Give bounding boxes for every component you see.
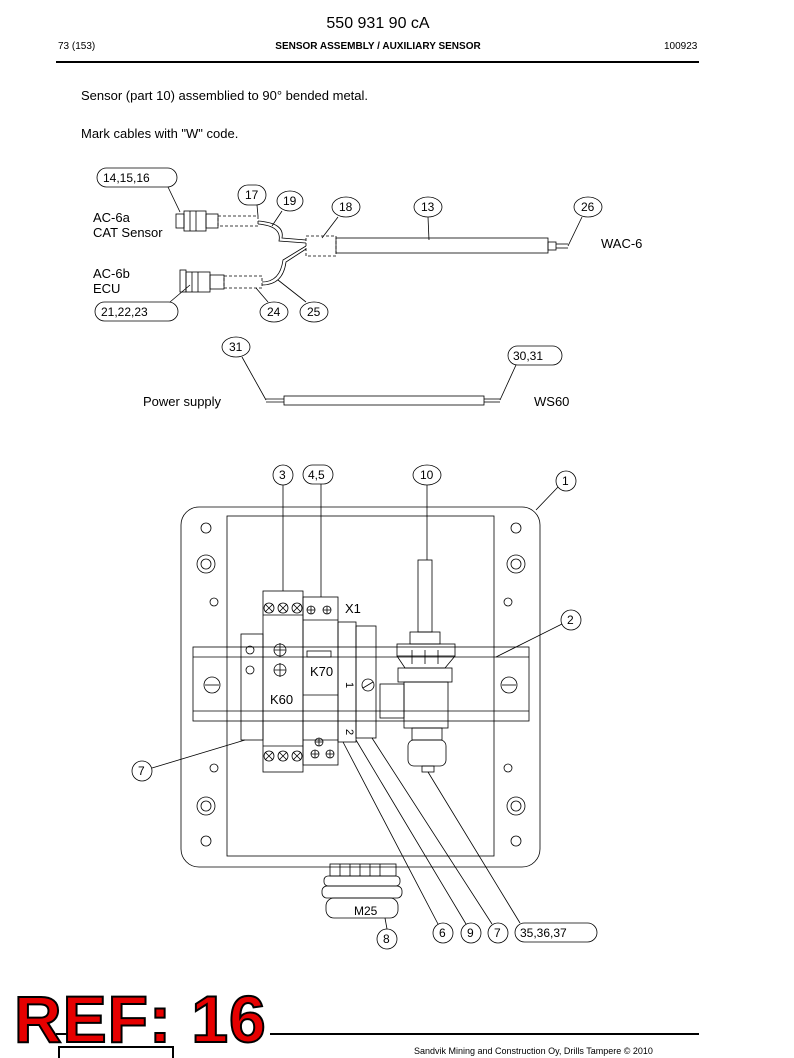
label-wac6: WAC-6 [601, 236, 642, 251]
label-k60: K60 [270, 692, 293, 707]
section-title: SENSOR ASSEMBLY / AUXILIARY SENSOR [275, 41, 481, 52]
page-number: 73 (153) [58, 41, 96, 52]
svg-text:24: 24 [267, 305, 281, 319]
callout-21-22-23: 21,22,23 [94, 284, 191, 322]
callout-19: 19 [271, 190, 304, 227]
enclosure-outer [180, 506, 541, 868]
callout-24: 24 [255, 287, 289, 323]
copyright-text: Sandvik Mining and Construction Oy, Dril… [414, 1046, 653, 1056]
callout-35-36-37: 35,36,37 [427, 771, 598, 943]
end-plate: 1 2 [337, 621, 377, 743]
svg-text:2: 2 [567, 613, 574, 627]
label-x1: X1 [345, 601, 361, 616]
label-k70: K70 [310, 664, 333, 679]
header-divider [56, 61, 699, 63]
label-ws60: WS60 [534, 394, 569, 409]
junction-box-diagram: K60 K70 X1 1 2 [131, 464, 598, 950]
svg-text:19: 19 [283, 194, 297, 208]
label-terminal-2: 2 [343, 729, 355, 735]
callout-17: 17 [237, 184, 267, 217]
label-power-supply: Power supply [143, 394, 222, 409]
callout-26: 26 [567, 196, 603, 247]
svg-text:26: 26 [581, 200, 595, 214]
cable-diagram: AC-6a CAT Sensor AC-6b ECU WAC-6 [93, 167, 642, 409]
callout-30-31: 30,31 [499, 345, 563, 401]
svg-text:14,15,16: 14,15,16 [103, 171, 150, 185]
callout-7-left: 7 [131, 739, 246, 782]
svg-text:21,22,23: 21,22,23 [101, 305, 148, 319]
callout-7-bottom: 7 [371, 737, 509, 944]
callout-2: 2 [495, 609, 582, 658]
callout-13: 13 [413, 196, 443, 241]
rail-screw-left [203, 676, 221, 694]
din-rail [192, 646, 530, 722]
cable-13 [335, 237, 549, 254]
label-ac6a: AC-6a [93, 210, 131, 225]
callout-6: 6 [342, 741, 454, 944]
svg-text:13: 13 [421, 200, 435, 214]
label-cat-sensor: CAT Sensor [93, 225, 163, 240]
callout-4-5: 4,5 [302, 464, 334, 597]
enclosure-inner [226, 515, 495, 857]
svg-text:1: 1 [562, 474, 569, 488]
callout-3: 3 [272, 464, 294, 591]
svg-text:4,5: 4,5 [308, 468, 325, 482]
connector-ac6a [175, 210, 259, 232]
terminal-block-k70: K70 X1 [302, 596, 361, 766]
sleeve-18 [305, 235, 337, 257]
document-date-code: 100923 [664, 41, 698, 52]
label-m25: M25 [354, 904, 378, 918]
instruction-mark-cables: Mark cables with "W" code. [81, 126, 239, 141]
callout-14-15-16: 14,15,16 [96, 167, 181, 213]
instruction-sensor-assembly: Sensor (part 10) assemblied to 90° bende… [81, 88, 369, 103]
callout-18: 18 [321, 196, 361, 239]
callout-31: 31 [221, 336, 267, 401]
svg-text:10: 10 [420, 468, 434, 482]
svg-text:8: 8 [383, 932, 390, 946]
label-ecu: ECU [93, 281, 120, 296]
cable-ws60 [283, 395, 485, 406]
svg-text:18: 18 [339, 200, 353, 214]
mounting-holes [196, 522, 526, 847]
svg-text:7: 7 [494, 926, 501, 940]
svg-text:6: 6 [439, 926, 446, 940]
footer-divider-left [56, 1033, 70, 1035]
sensor-10 [379, 559, 456, 773]
rail-screw-right [500, 676, 518, 694]
connector-ac6b [179, 269, 263, 293]
terminal-block-k60: K60 [240, 590, 304, 773]
svg-text:35,36,37: 35,36,37 [520, 926, 567, 940]
cable-gland-m25: M25 [321, 863, 403, 919]
footer-divider [270, 1033, 699, 1035]
svg-text:31: 31 [229, 340, 243, 354]
sandvik-logo [58, 1046, 174, 1058]
callout-1: 1 [535, 470, 577, 511]
callout-25: 25 [277, 279, 329, 323]
label-terminal-1: 1 [343, 682, 355, 688]
document-number: 550 931 90 cA [326, 15, 430, 32]
callout-10: 10 [412, 464, 442, 560]
callout-9: 9 [355, 739, 482, 944]
callout-8: 8 [376, 917, 398, 950]
svg-text:17: 17 [245, 188, 259, 202]
svg-text:7: 7 [138, 764, 145, 778]
label-ac6b: AC-6b [93, 266, 130, 281]
svg-text:30,31: 30,31 [513, 349, 543, 363]
svg-text:25: 25 [307, 305, 321, 319]
ref-stamp: REF: 16 [13, 982, 267, 1056]
svg-text:9: 9 [467, 926, 474, 940]
svg-text:3: 3 [279, 468, 286, 482]
